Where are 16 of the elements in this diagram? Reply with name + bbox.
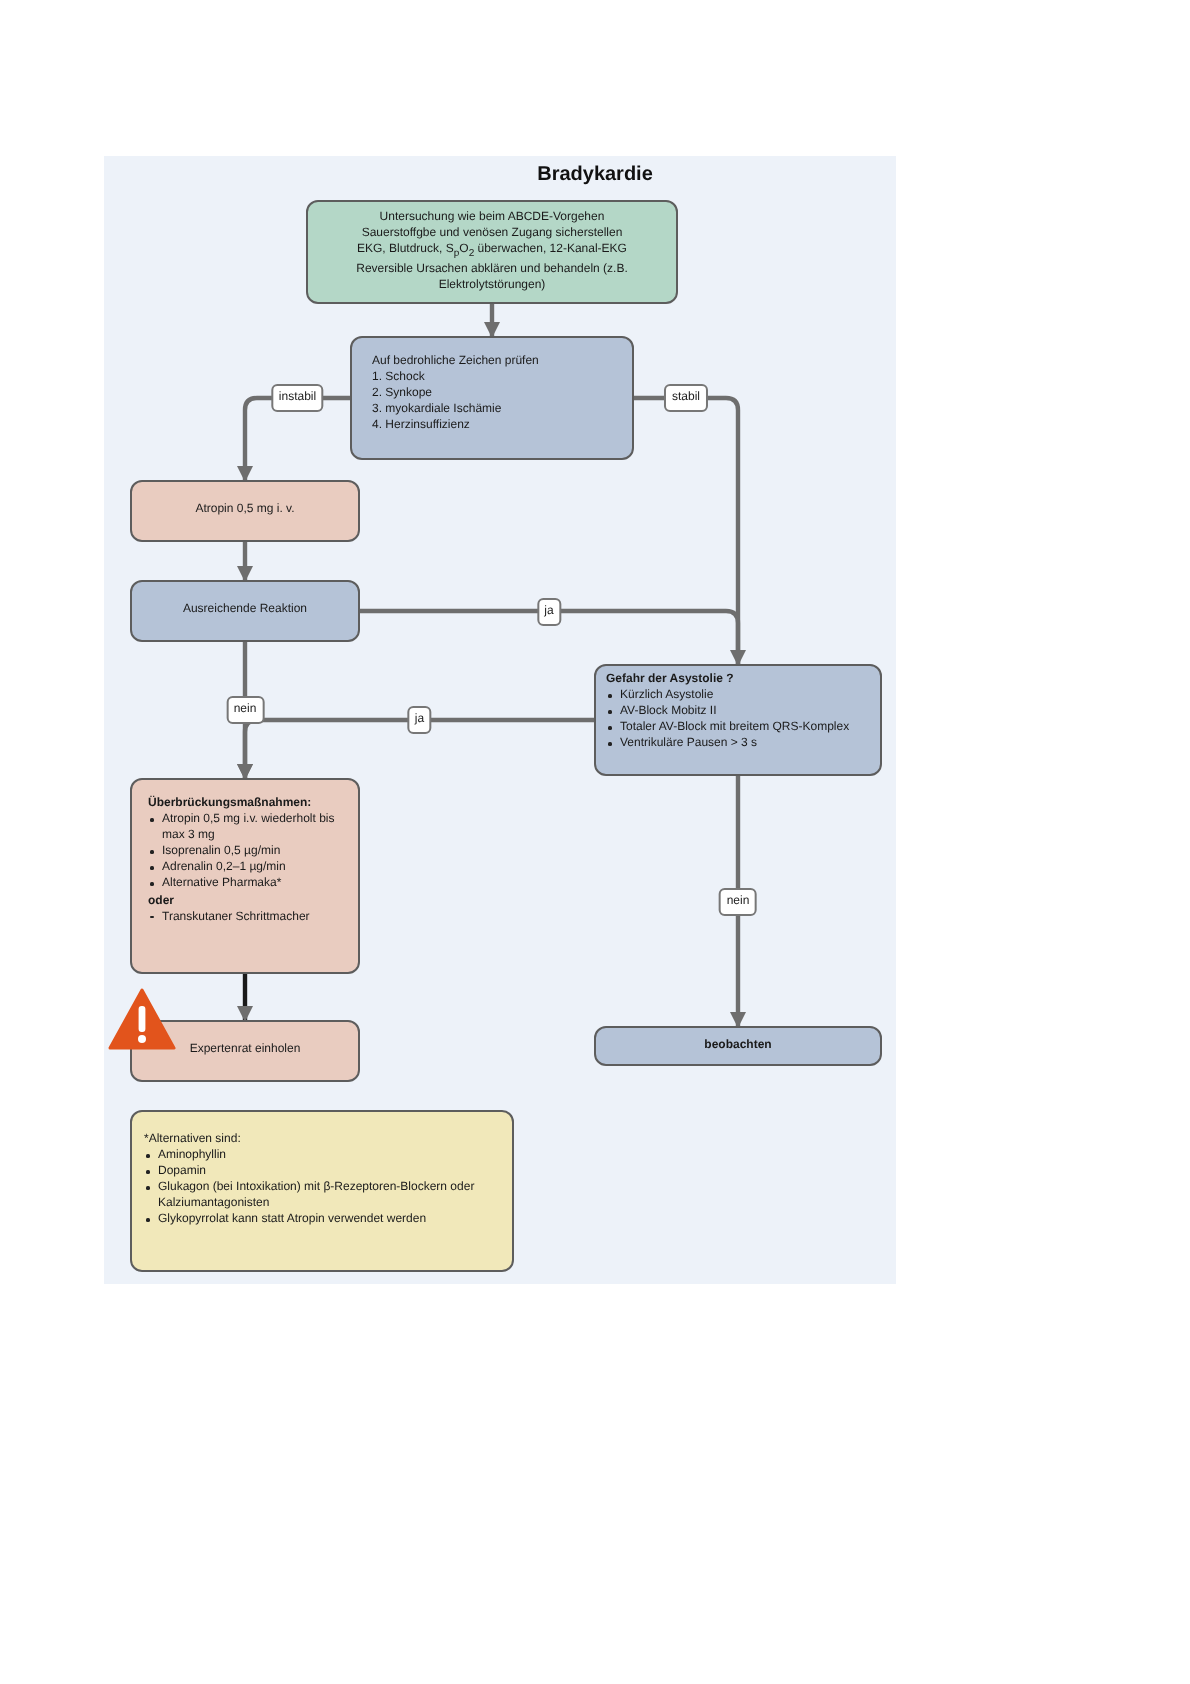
arrow [237, 974, 253, 1022]
arrow [484, 304, 500, 338]
arrow [730, 776, 746, 1028]
process-box [594, 664, 882, 776]
note-box [130, 1110, 514, 1272]
action-box [130, 778, 360, 974]
process-box [350, 336, 634, 460]
diagram-title: Bradykardie [535, 164, 655, 186]
action-box [130, 480, 360, 542]
arrow [237, 542, 253, 582]
action-box [130, 1020, 360, 1082]
process-box [130, 580, 360, 642]
process-box [306, 200, 678, 304]
process-box [594, 1026, 882, 1066]
arrow [360, 608, 746, 666]
arrow [237, 717, 594, 780]
